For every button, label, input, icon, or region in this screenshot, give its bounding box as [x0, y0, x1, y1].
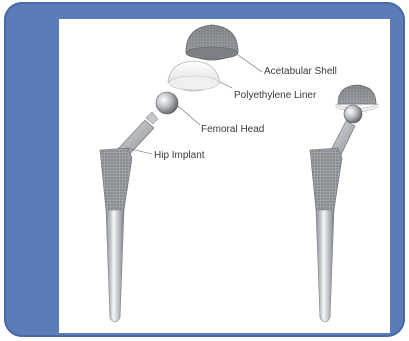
femoral-head-part	[156, 92, 178, 114]
acetabular-shell-part	[186, 25, 238, 60]
label-acetabular-shell: Acetabular Shell	[264, 66, 337, 77]
hip-implant-stem-left	[100, 112, 158, 322]
polyethylene-liner-part	[168, 61, 220, 91]
label-hip-implant: Hip Implant	[154, 150, 205, 161]
label-polyethylene-liner: Polyethylene Liner	[234, 90, 316, 101]
label-femoral-head: Femoral Head	[201, 124, 264, 135]
hip-implant-assembled-right	[310, 85, 378, 322]
